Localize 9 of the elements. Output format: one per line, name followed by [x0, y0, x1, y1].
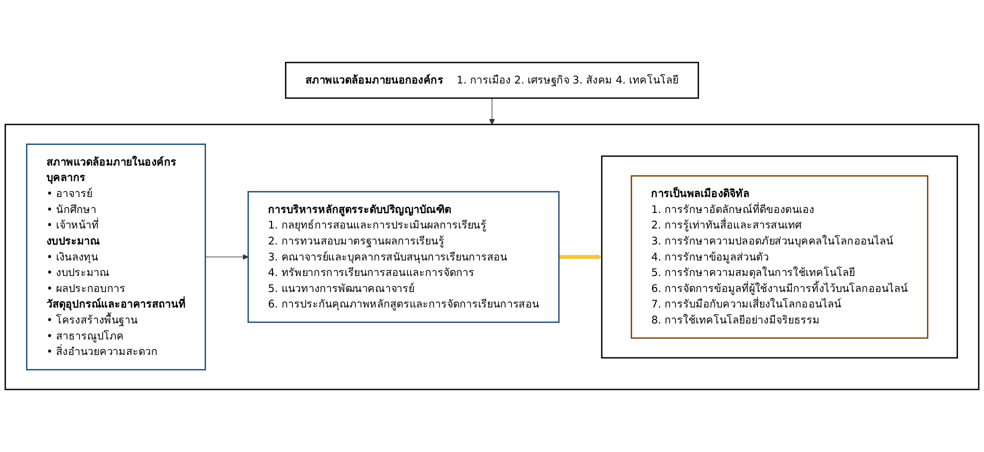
cluster	[601, 155, 958, 358]
arrow	[558, 254, 602, 260]
arrow	[205, 254, 248, 260]
node-box: สภาพแวดล้อมภายนอกองค์กร 1. การเมือง 2. เศรษฐกิจ 3. สังคม 4. เทคโนโลยี	[285, 62, 699, 99]
node-box: สภาพแวดล้อมภายในองค์กร บุคลากร • อาจารย์ • นักศึกษา • เจ้าหน้าที่ งบประมาณ • เงินลงทุน • งบประมาณ • ผลประกอบการ วัสดุอุปกรณ์และอาคารสถานที่ • โครงสร้างพื้นฐาน • สาธารณูปโภค • สิ่งอำนวยความสะดวก	[26, 144, 206, 370]
cluster	[4, 124, 980, 390]
node-box: การเป็นพลเมืองดิจิทัล 1. การรักษาอัตลักษณ์ที่ดีของตนเอง 2. การรู้เท่าทันสื่อและสารสนเทศ 3. การรักษาความปลอดภัยส่วนบุคคลในโลกออนไลน์ 4. การรักษาข้อมูลส่วนตัว 5. การรักษาความสมดุลในการใช้เทคโนโลยี 6. การจัดการข้อมูลที่ผู้ใช้งานมีการทิ้งไว้บนโลกออนไลน์ 7. การรับมือกับความเสี่ยงในโลกออนไลน์ 8. การใช้เทคโนโลยีอย่างมีจริยธรรม	[630, 175, 928, 339]
node-box: การบริหารหลักสูตรระดับปริญญาบัณฑิต 1. กลยุทธ์การสอนและการประเมินผลการเรียนรู้ 2. การทวนสอบมาตรฐานผลการเรียนรู้ 3. คณาจารย์และบุคลากรสนับสนุนการเรียนการสอน 4. ทรัพยากรการเรียนการสอนและการจัดการ 5. แนวทางการพัฒนาคณาจารย์ 6. การประกันคุณภาพหลักสูตรและการจัดการเรียนการสอน	[248, 191, 560, 323]
arrow	[489, 98, 495, 125]
